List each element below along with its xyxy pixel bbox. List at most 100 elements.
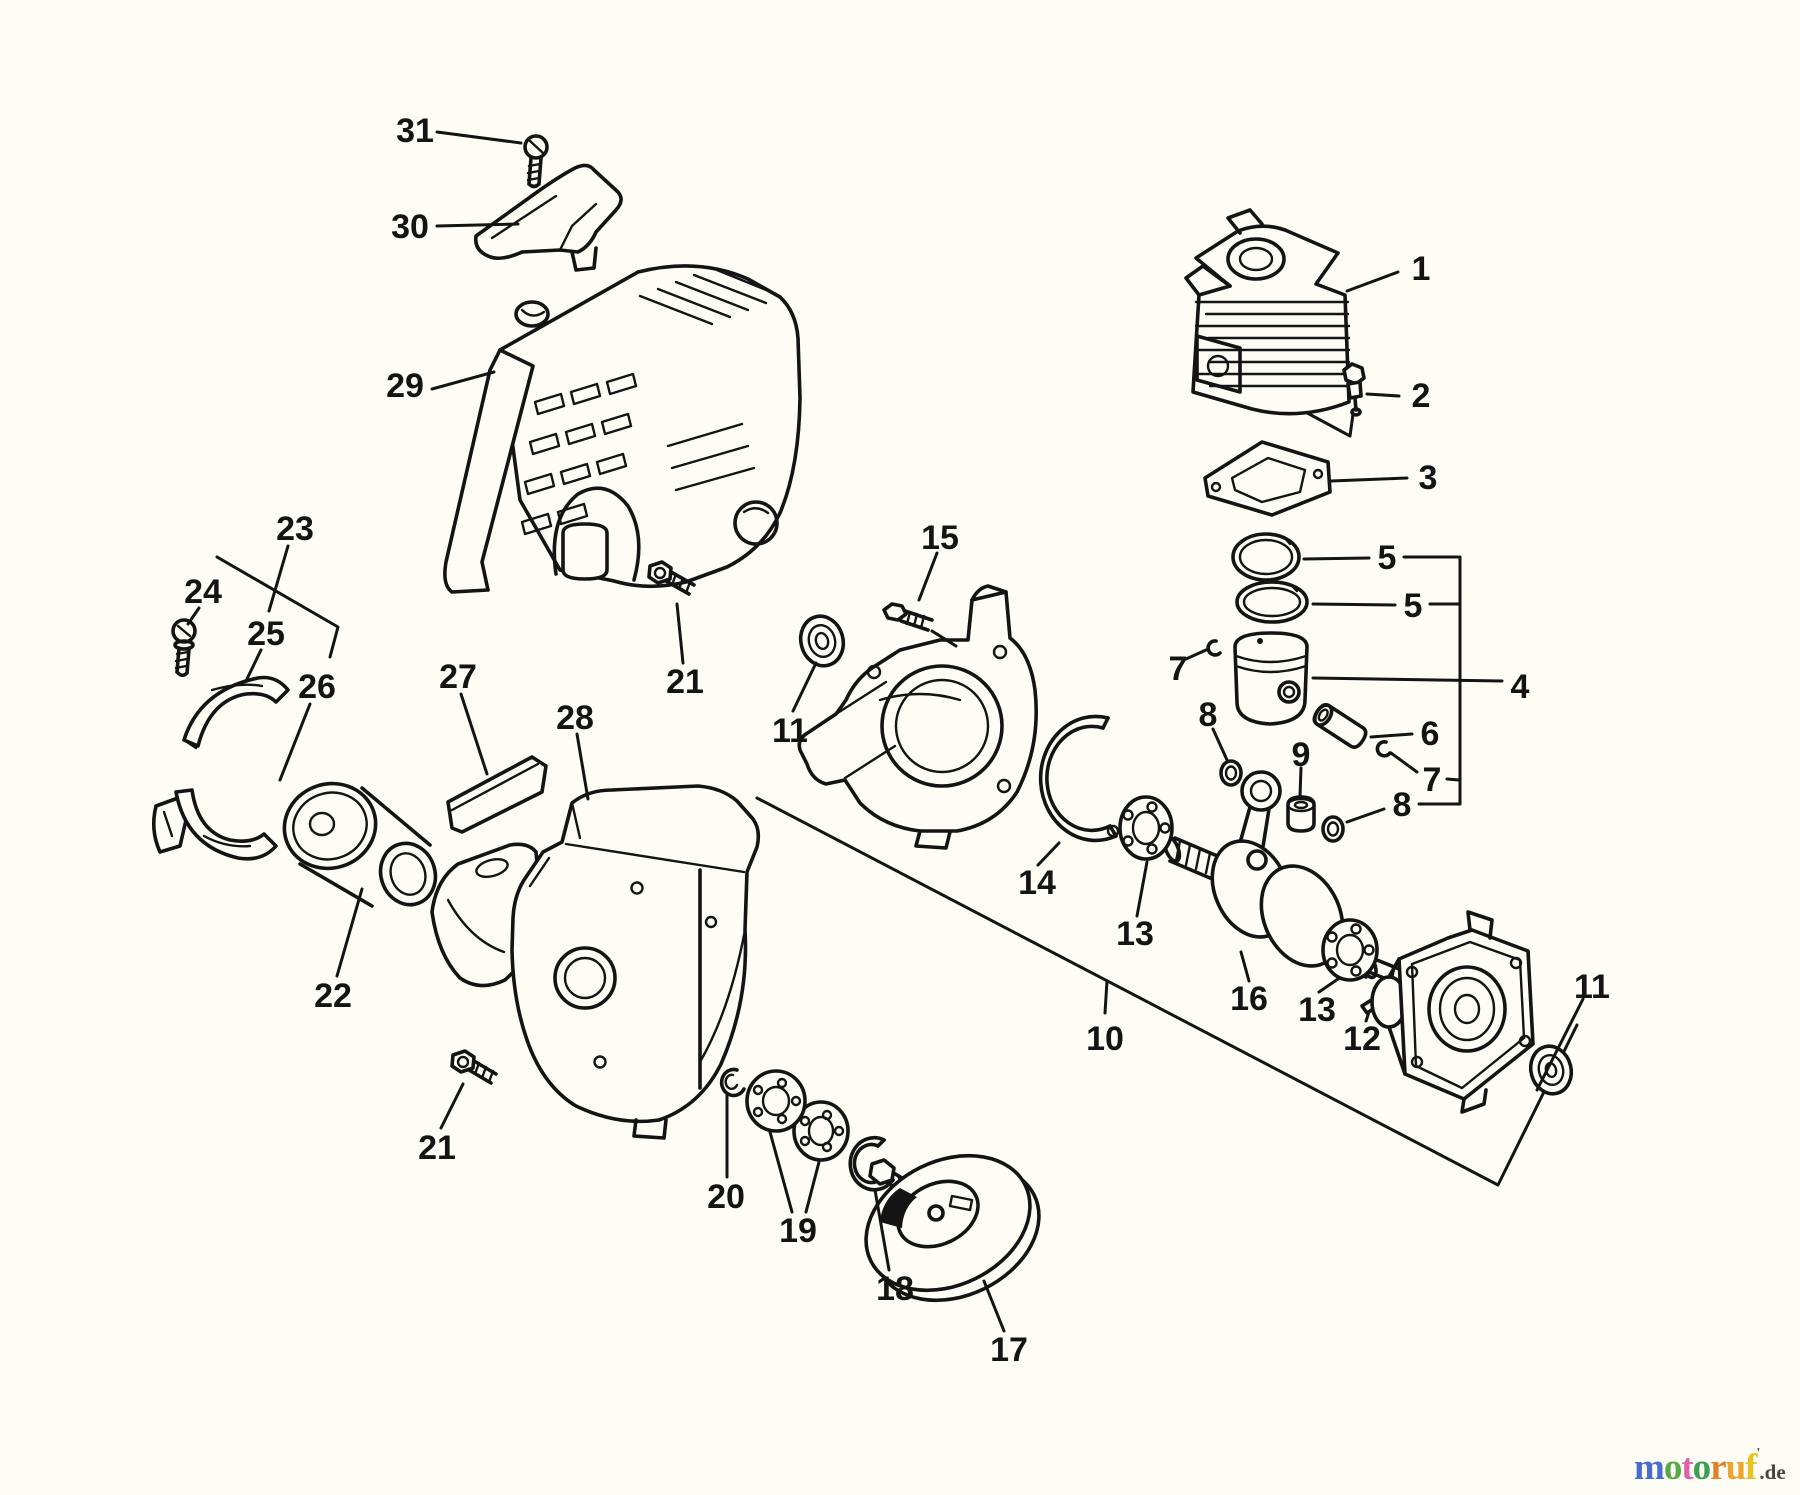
leader-line-part-5: [1311, 602, 1397, 607]
leader-line-part-22: [335, 887, 364, 978]
cylinder-part-1: [1184, 208, 1352, 416]
part-number-8: 8: [1393, 786, 1412, 824]
part-number-5: 5: [1404, 587, 1423, 625]
oil-seal-part-11b: [1528, 1044, 1574, 1096]
part-number-6: 6: [1421, 715, 1440, 753]
cover-latch-part-30: [473, 163, 623, 272]
part-number-15: 15: [921, 519, 959, 557]
part-number-11: 11: [772, 712, 808, 750]
leader-line-part-31: [435, 130, 523, 145]
part-number-13: 13: [1298, 991, 1336, 1029]
watermark-motoruf: motoruf'.de: [1634, 1446, 1800, 1492]
leader-line-part-12: [1364, 1010, 1371, 1023]
leader-line-part-28: [575, 732, 590, 801]
leader-line-part-15: [930, 629, 958, 648]
watermark-tick: ': [1756, 1446, 1761, 1461]
needle-bearing-part-8a: [1219, 759, 1243, 787]
leader-line-part-9: [1298, 766, 1303, 798]
leader-line-part-21: [439, 1082, 465, 1130]
ball-bearing-part-13b: [1321, 918, 1379, 982]
snap-ring-part-20: [719, 1067, 746, 1098]
watermark-letter: t: [1681, 1447, 1693, 1488]
part-number-1: 1: [1412, 250, 1431, 288]
part-number-7: 7: [1423, 761, 1442, 799]
watermark-letter: m: [1634, 1447, 1665, 1488]
part-number-20: 20: [707, 1178, 745, 1216]
piston-pin-part-6: [1312, 702, 1368, 750]
oil-seal-part-11a: [798, 614, 846, 668]
clutch-shoe-part-26: [151, 788, 278, 861]
bolt-part-21b: [450, 1049, 498, 1085]
part-number-18: 18: [876, 1270, 914, 1308]
clutch-drum-part-22: [282, 781, 438, 908]
rod-bushing-part-9: [1286, 795, 1316, 833]
flywheel-part-17: [864, 1153, 1041, 1303]
leader-line-part-19: [804, 1160, 821, 1214]
part-number-11: 11: [1574, 968, 1610, 1006]
watermark-letter: f: [1745, 1447, 1757, 1488]
latch-screw-part-31: [523, 134, 549, 189]
part-number-17: 17: [990, 1331, 1028, 1369]
part-number-28: 28: [556, 699, 594, 737]
part-number-14: 14: [1018, 864, 1056, 902]
leader-line-part-25: [244, 648, 263, 683]
part-number-29: 29: [386, 367, 424, 405]
wire-clip-part-14: [1038, 714, 1120, 843]
bolt-part-21a: [647, 560, 696, 596]
clutch-shoe-part-25: [182, 675, 290, 750]
fan-cover-part-28: [510, 784, 761, 1140]
crankcase-right-half: [1370, 910, 1535, 1114]
leader-line-part-17: [982, 1279, 1006, 1333]
part-number-31: 31: [396, 112, 434, 150]
part-number-9: 9: [1292, 736, 1311, 774]
part-number-21: 21: [666, 663, 704, 701]
leader-line-part-19: [768, 1130, 794, 1214]
leader-line-part-6: [1369, 732, 1414, 739]
leader-line-part-26: [278, 702, 312, 782]
spark-plug-part-2: [1342, 362, 1366, 417]
part-number-25: 25: [247, 615, 285, 653]
part-number-3: 3: [1419, 459, 1438, 497]
engine-cover-part-29: [443, 264, 802, 594]
leader-line-part-3: [1329, 476, 1409, 483]
leader-line-part-14: [1036, 841, 1061, 867]
leader-line-part-16: [1239, 950, 1251, 983]
leader-line-part-7: [1389, 751, 1419, 774]
part-number-22: 22: [314, 977, 352, 1015]
callout-labels-layer: 1234556778891011111213131415161718192021…: [184, 112, 1610, 1369]
part-number-8: 8: [1199, 696, 1218, 734]
piston-rings-part-5: [1231, 532, 1309, 624]
part-number-19: 19: [779, 1212, 817, 1250]
watermark-word: motoruf: [1634, 1447, 1758, 1488]
part-number-24: 24: [184, 573, 222, 611]
part-number-23: 23: [276, 510, 314, 548]
part-number-5: 5: [1378, 539, 1397, 577]
ball-bearing-part-13a: [1118, 795, 1174, 861]
crankcase-left-half: [797, 584, 1038, 850]
watermark-letter: o: [1692, 1447, 1711, 1488]
part-number-26: 26: [298, 668, 336, 706]
leader-line-part-4: [1311, 676, 1504, 683]
leader-line-part-7: [1184, 648, 1208, 661]
part-number-30: 30: [391, 208, 429, 246]
leader-line-part-11: [791, 661, 818, 713]
watermark-suffix: .de: [1759, 1460, 1786, 1484]
part-number-27: 27: [439, 658, 477, 696]
leader-line-part-15: [917, 551, 939, 602]
leader-line-part-13: [1317, 977, 1340, 994]
bracket-part-23: [215, 555, 340, 659]
leader-line-part-30: [435, 222, 520, 228]
part-number-10: 10: [1086, 1020, 1124, 1058]
leader-line-part-10: [1103, 979, 1109, 1015]
clutch-bolt-part-24: [171, 618, 197, 678]
leader-line-part-8: [1345, 807, 1386, 824]
crankcase-bolt-part-15: [882, 602, 934, 632]
label-plate-part-27: [446, 755, 548, 834]
leader-line-part-1: [1345, 270, 1400, 293]
pin-clip-part-7a: [1206, 639, 1222, 657]
bearing-pair-part-19: [745, 1069, 850, 1162]
leader-line-part-24: [186, 606, 201, 626]
part-number-16: 16: [1230, 980, 1268, 1018]
